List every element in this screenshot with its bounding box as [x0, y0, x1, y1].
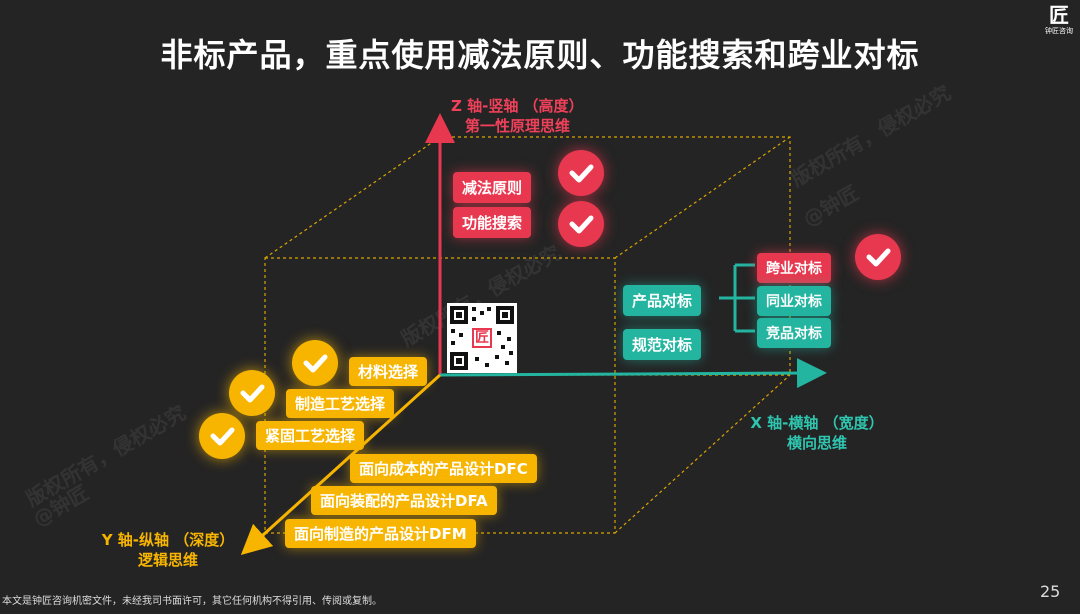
- y-item-dfa: 面向装配的产品设计DFA: [311, 486, 497, 515]
- y-axis-line: [240, 373, 442, 556]
- check-icon: [199, 413, 245, 459]
- x-sub-competitor: 竞品对标: [757, 318, 831, 348]
- x-axis-line: [439, 358, 827, 389]
- y-axis-title: Y 轴-纵轴 （深度）: [101, 531, 235, 549]
- qr-logo: 匠: [475, 330, 489, 346]
- y-item-dfm: 面向制造的产品设计DFM: [285, 519, 476, 548]
- y-item-material: 材料选择: [349, 357, 428, 386]
- footer-disclaimer: 本文是钟匠咨询机密文件，未经我司书面许可，其它任何机构不得引用、传阅或复制。: [2, 596, 382, 607]
- page-title: 非标产品，重点使用减法原则、功能搜索和跨业对标: [160, 36, 920, 74]
- x-axis-label: X 轴-横轴 （宽度） 横向思维: [742, 413, 892, 453]
- y-axis-subtitle: 逻辑思维: [137, 551, 198, 569]
- z-item-function-search: 功能搜索: [453, 207, 532, 238]
- check-icon: [558, 150, 604, 196]
- x-sub-same-industry: 同业对标: [757, 286, 831, 316]
- qr-code: 匠: [447, 303, 517, 373]
- y-item-manufacturing: 制造工艺选择: [286, 389, 395, 418]
- benchmark-bracket: [719, 263, 755, 333]
- page-number: 25: [1040, 582, 1061, 601]
- z-item-subtraction: 减法原则: [453, 172, 532, 203]
- z-axis-title: Z 轴-竖轴 （高度）: [451, 97, 584, 115]
- brand-logo: 匠 钟匠咨询: [1040, 4, 1078, 36]
- y-item-fastening: 紧固工艺选择: [256, 421, 365, 450]
- x-axis-subtitle: 横向思维: [786, 434, 847, 452]
- logo-mark: 匠: [1049, 3, 1069, 27]
- x-sub-cross-industry: 跨业对标: [757, 253, 831, 283]
- check-icon: [229, 370, 275, 416]
- logo-text: 钟匠咨询: [1045, 27, 1073, 35]
- z-axis-subtitle: 第一性原理思维: [465, 117, 571, 135]
- y-axis-label: Y 轴-纵轴 （深度） 逻辑思维: [88, 530, 248, 570]
- check-icon: [558, 201, 604, 247]
- x-axis-title: X 轴-横轴 （宽度）: [750, 414, 884, 432]
- z-axis-label: Z 轴-竖轴 （高度） 第一性原理思维: [451, 96, 584, 136]
- check-icon: [292, 340, 338, 386]
- check-icon: [855, 234, 901, 280]
- x-item-product-benchmark: 产品对标: [623, 285, 702, 316]
- x-item-spec-benchmark: 规范对标: [623, 329, 702, 360]
- y-item-dfc: 面向成本的产品设计DFC: [350, 454, 537, 483]
